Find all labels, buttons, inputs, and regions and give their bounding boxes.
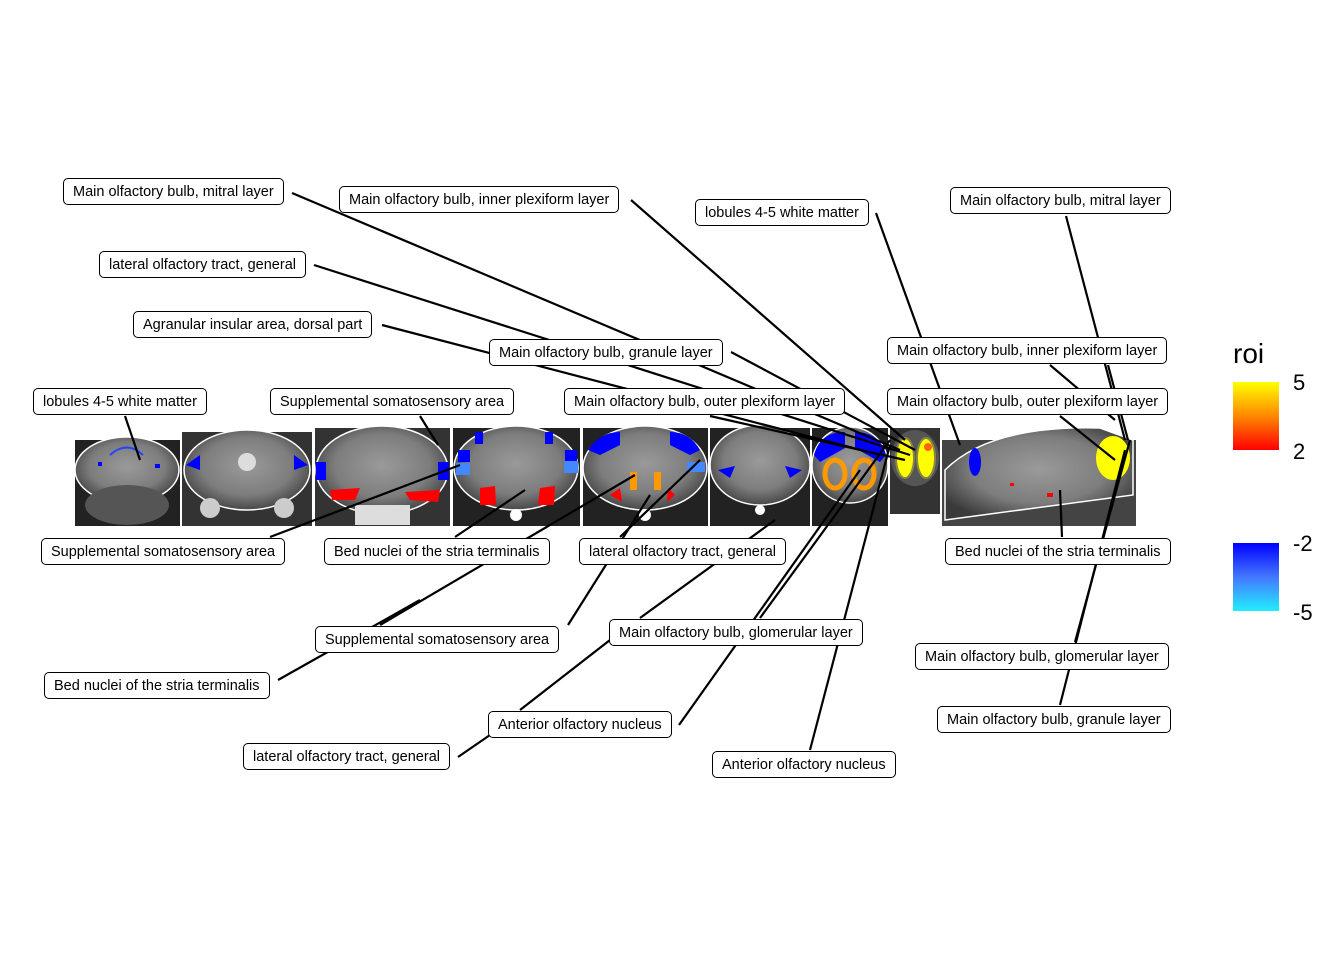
region-label: lobules 4-5 white matter	[33, 388, 207, 415]
region-label: lateral olfactory tract, general	[243, 743, 450, 770]
region-label: Main olfactory bulb, glomerular layer	[609, 619, 863, 646]
region-label: Bed nuclei of the stria terminalis	[945, 538, 1171, 565]
region-label: Supplemental somatosensory area	[315, 626, 560, 653]
region-label: lateral olfactory tract, general	[579, 538, 786, 565]
region-label: Supplemental somatosensory area	[270, 388, 515, 415]
region-label: Main olfactory bulb, granule layer	[489, 339, 723, 366]
brain-slice-2	[182, 429, 312, 526]
legend-positive-colorbar	[1233, 382, 1279, 450]
region-label: Main olfactory bulb, granule layer	[937, 706, 1171, 733]
region-label: Bed nuclei of the stria terminalis	[44, 672, 270, 699]
region-label: Main olfactory bulb, glomerular layer	[915, 643, 1169, 670]
region-label: Main olfactory bulb, inner plexiform lay…	[339, 186, 620, 213]
region-label: Anterior olfactory nucleus	[488, 711, 672, 738]
brain-slice-7	[811, 426, 889, 526]
region-label: Supplemental somatosensory area	[41, 538, 286, 565]
region-label: Bed nuclei of the stria terminalis	[324, 538, 550, 565]
region-label: lobules 4-5 white matter	[695, 199, 869, 226]
legend-tick: 5	[1293, 370, 1306, 395]
legend-title: roi	[1233, 338, 1265, 369]
region-label: Agranular insular area, dorsal part	[133, 311, 373, 338]
region-label: Main olfactory bulb, mitral layer	[63, 178, 284, 205]
region-label: Main olfactory bulb, outer plexiform lay…	[564, 388, 846, 415]
legend-tick: -5	[1293, 600, 1313, 625]
brain-slice-1	[74, 436, 180, 526]
legend-tick: 2	[1293, 439, 1306, 464]
brain-slice-5	[582, 425, 708, 526]
region-label: Anterior olfactory nucleus	[712, 751, 896, 778]
legend-tick: -2	[1293, 531, 1313, 556]
region-label: lateral olfactory tract, general	[99, 251, 306, 278]
brain-slice-4	[453, 425, 580, 526]
region-label: Main olfactory bulb, outer plexiform lay…	[887, 388, 1169, 415]
brain-slice-sagittal	[942, 427, 1136, 526]
legend-negative-colorbar	[1233, 543, 1279, 611]
brain-slice-6	[709, 424, 811, 526]
brain-slice-3	[315, 425, 450, 526]
region-label: Main olfactory bulb, inner plexiform lay…	[887, 337, 1168, 364]
region-label: Main olfactory bulb, mitral layer	[950, 187, 1171, 214]
